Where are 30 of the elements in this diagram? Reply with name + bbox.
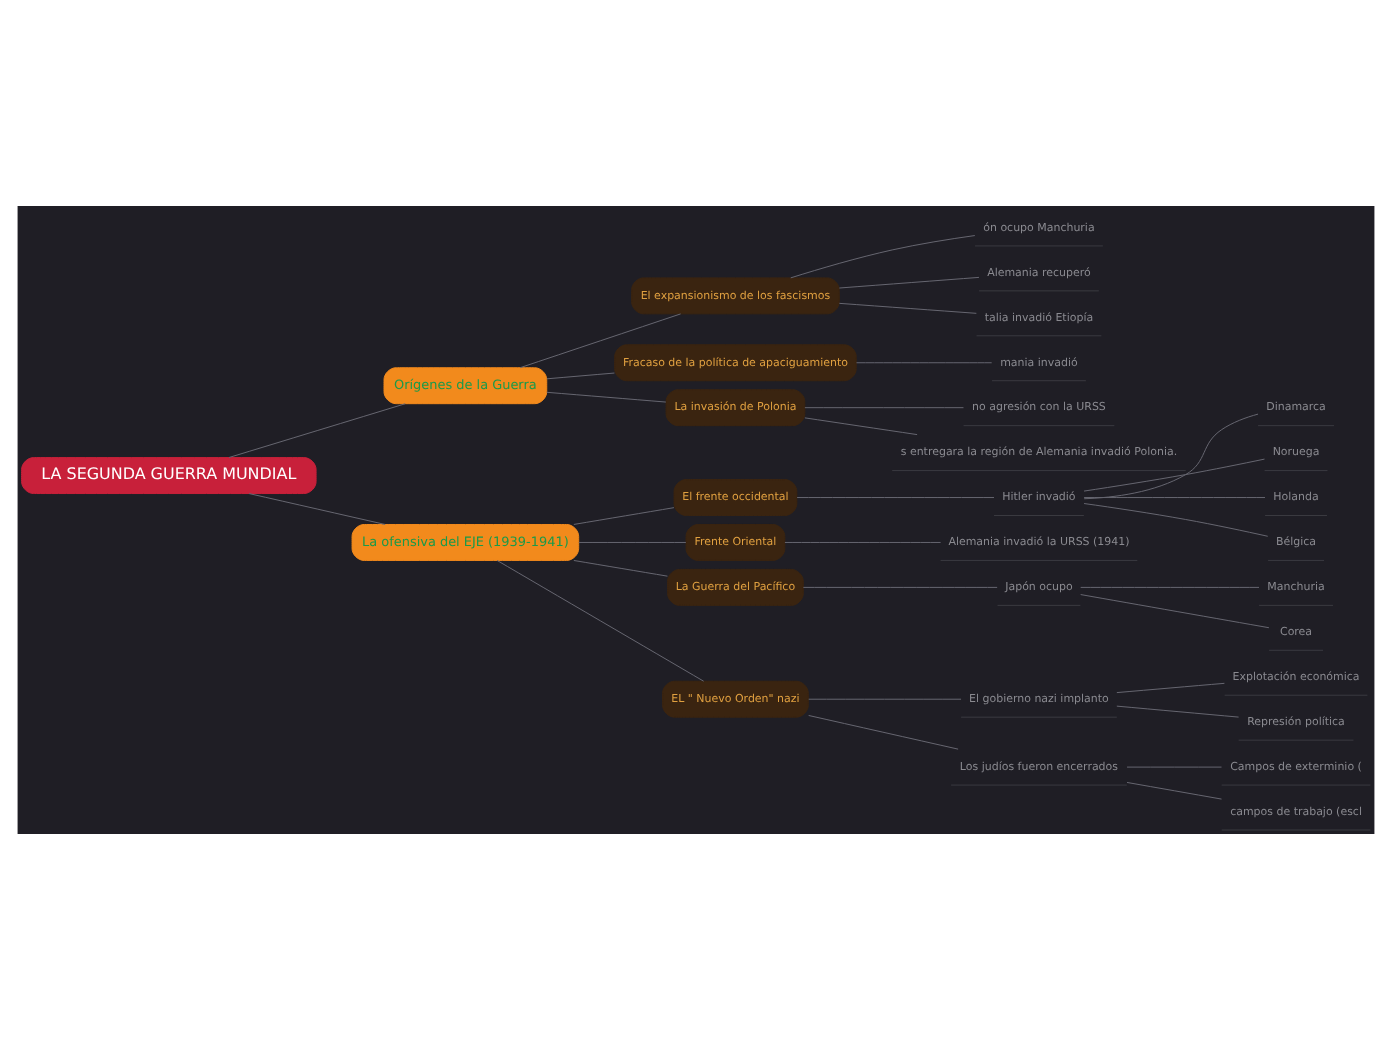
connector <box>804 417 918 436</box>
connector <box>228 403 406 458</box>
connector <box>784 541 942 543</box>
connector <box>496 559 705 682</box>
connector <box>546 391 667 403</box>
connector <box>1083 458 1265 492</box>
connector <box>802 586 998 588</box>
connector <box>1126 781 1222 800</box>
connector <box>573 560 668 577</box>
connector <box>1126 766 1222 768</box>
connector <box>855 362 993 364</box>
connector <box>573 507 675 525</box>
connector <box>578 541 687 543</box>
connector <box>1116 705 1240 718</box>
connector <box>808 715 959 750</box>
connector <box>1083 503 1269 537</box>
connector <box>1080 594 1270 629</box>
connector <box>804 407 964 409</box>
connector <box>1083 497 1266 499</box>
connector <box>546 372 615 380</box>
connector <box>248 493 386 525</box>
connector <box>1080 586 1260 588</box>
connector <box>838 302 977 314</box>
connector <box>808 698 962 700</box>
connector <box>838 276 980 289</box>
connector <box>796 497 995 499</box>
connector <box>1116 682 1225 694</box>
connector <box>519 313 682 369</box>
connector <box>790 235 976 279</box>
connector <box>1083 413 1259 500</box>
